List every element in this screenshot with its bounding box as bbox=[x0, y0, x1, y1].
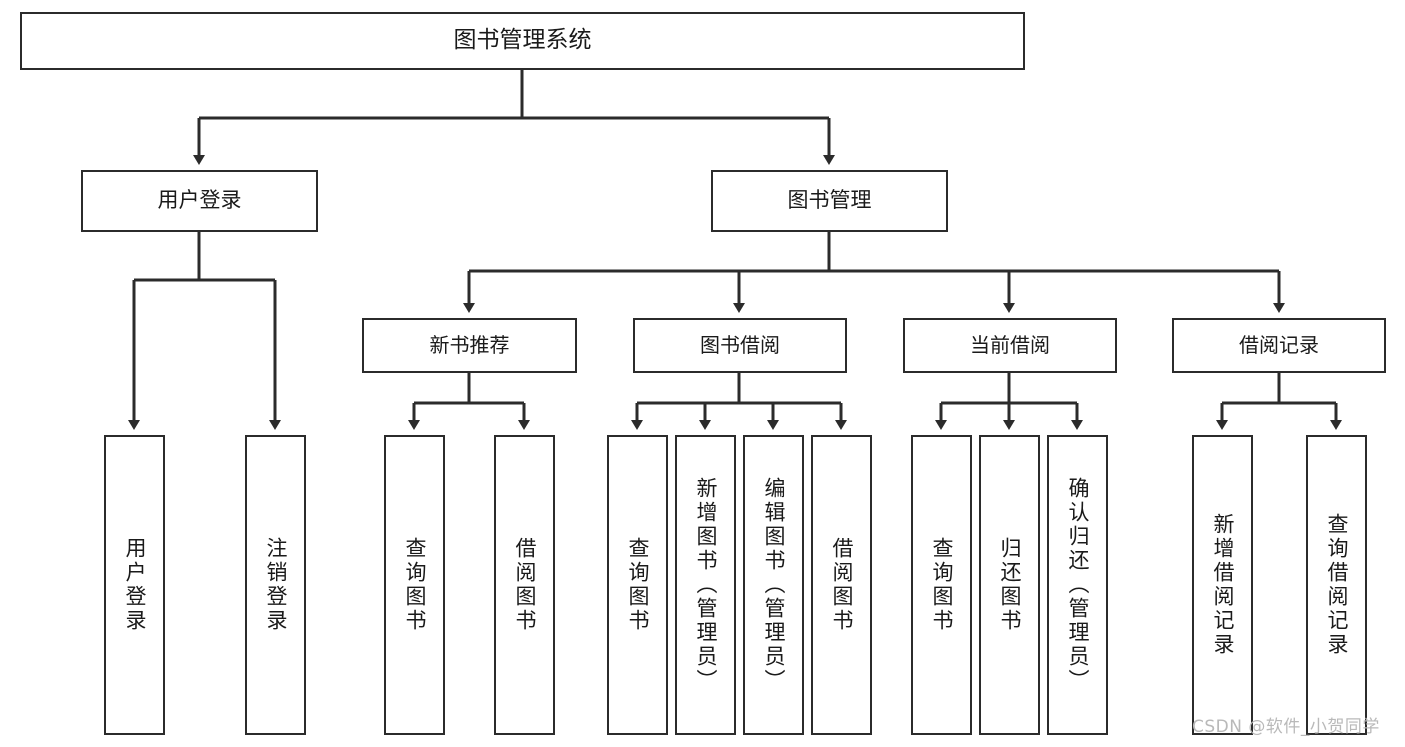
node-label: 归还图书 bbox=[998, 537, 1022, 633]
leaf-borrow-record-add-record[interactable]: 新增借阅记录 bbox=[1192, 435, 1253, 735]
node-label: 查询借阅记录 bbox=[1325, 513, 1349, 657]
leaf-new-book-borrow-book[interactable]: 借阅图书 bbox=[494, 435, 555, 735]
node-borrow-record[interactable]: 借阅记录 bbox=[1172, 318, 1386, 373]
node-user-login[interactable]: 用户登录 bbox=[81, 170, 318, 232]
node-label: 用户登录 bbox=[123, 537, 147, 633]
node-label: 新增图书（管理员） bbox=[694, 477, 718, 693]
node-label: 查询图书 bbox=[403, 537, 427, 633]
leaf-current-borrow-return-book[interactable]: 归还图书 bbox=[979, 435, 1040, 735]
leaf-book-borrow-borrow-book[interactable]: 借阅图书 bbox=[811, 435, 872, 735]
node-label: 注销登录 bbox=[264, 537, 288, 633]
node-label: 借阅记录 bbox=[1239, 333, 1319, 358]
node-label: 新增借阅记录 bbox=[1211, 513, 1235, 657]
leaf-current-borrow-confirm-return[interactable]: 确认归还（管理员） bbox=[1047, 435, 1108, 735]
leaf-user-login-login[interactable]: 用户登录 bbox=[104, 435, 165, 735]
leaf-borrow-record-query-record[interactable]: 查询借阅记录 bbox=[1306, 435, 1367, 735]
node-label: 确认归还（管理员） bbox=[1066, 477, 1090, 693]
node-label: 图书管理 bbox=[787, 188, 872, 213]
node-label: 新书推荐 bbox=[429, 333, 510, 358]
node-new-book-recommend[interactable]: 新书推荐 bbox=[362, 318, 577, 373]
node-root-book-management-system[interactable]: 图书管理系统 bbox=[20, 12, 1025, 70]
node-label: 编辑图书（管理员） bbox=[762, 477, 786, 693]
node-label: 用户登录 bbox=[157, 188, 242, 213]
node-book-management[interactable]: 图书管理 bbox=[711, 170, 948, 232]
leaf-user-login-logout[interactable]: 注销登录 bbox=[245, 435, 306, 735]
node-current-borrow[interactable]: 当前借阅 bbox=[903, 318, 1117, 373]
watermark-text: CSDN @软件_小贺同学 bbox=[1192, 717, 1380, 737]
node-label: 借阅图书 bbox=[830, 537, 854, 633]
node-book-borrow[interactable]: 图书借阅 bbox=[633, 318, 847, 373]
node-label: 借阅图书 bbox=[513, 537, 537, 633]
node-label: 当前借阅 bbox=[970, 333, 1050, 358]
node-label: 查询图书 bbox=[930, 537, 954, 633]
node-label: 查询图书 bbox=[626, 537, 650, 633]
leaf-book-borrow-query-book[interactable]: 查询图书 bbox=[607, 435, 668, 735]
leaf-book-borrow-edit-book[interactable]: 编辑图书（管理员） bbox=[743, 435, 804, 735]
leaf-current-borrow-query-book[interactable]: 查询图书 bbox=[911, 435, 972, 735]
node-label: 图书借阅 bbox=[700, 333, 780, 358]
node-label: 图书管理系统 bbox=[453, 27, 592, 54]
leaf-book-borrow-add-book[interactable]: 新增图书（管理员） bbox=[675, 435, 736, 735]
leaf-new-book-query-book[interactable]: 查询图书 bbox=[384, 435, 445, 735]
